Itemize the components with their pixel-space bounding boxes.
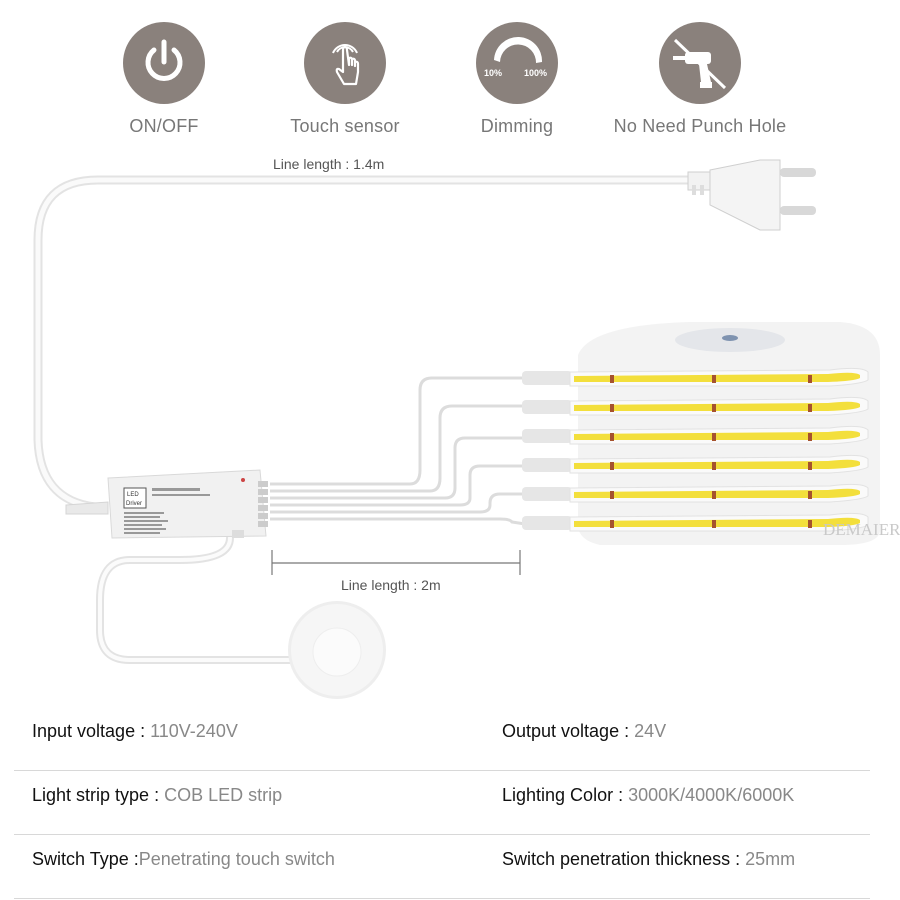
spec-key: Light strip type [32,785,150,805]
feature-label: Touch sensor [290,116,400,136]
brand-watermark: DEMAIER [823,520,900,539]
cob-strip [522,367,869,387]
spec-key: Input voltage [32,721,136,741]
cob-strip [522,454,869,474]
power-icon [123,22,205,104]
power-plug [687,159,816,231]
touch-hand-icon [304,22,386,104]
svg-text:Driver: Driver [126,501,142,507]
dimming-icon: 10% 100% [476,22,558,104]
spec-key: Switch Type [32,849,129,869]
spec-table: Input voltage : 110V-240V Output voltage… [14,707,870,899]
spec-switch-penetration-thickness: Switch penetration thickness : 25mm [502,849,796,869]
feature-label: Dimming [480,116,554,136]
plug-line-length-label: Line length : 1.4m [273,156,385,172]
output-cables [270,376,526,526]
no-drill-icon [659,22,741,104]
strip-line-length-label: Line length : 2m [341,577,441,593]
switch-cable [96,534,299,664]
spec-row: Input voltage : 110V-240V Output voltage… [14,707,870,771]
spec-value: 110V-240V [150,721,238,741]
cob-strip [522,425,869,445]
spec-output-voltage: Output voltage : 24V [502,721,667,741]
feature-touch-sensor: Touch sensor [245,22,445,137]
spec-row: Switch Type :Penetrating touch switch Sw… [14,835,870,899]
spec-value: 24V [634,721,667,741]
led-driver-box: LED Driver [65,469,268,539]
dimming-min-label: 10% [484,68,503,78]
cob-strip [522,512,869,532]
spec-value: 25mm [745,849,796,869]
touch-switch [288,601,386,699]
feature-on-off: ON/OFF [64,22,264,137]
spec-key: Lighting Color [502,785,614,805]
spec-input-voltage: Input voltage : 110V-240V [32,721,238,741]
spec-switch-type: Switch Type :Penetrating touch switch [32,849,335,869]
spec-row: Light strip type : COB LED strip Lightin… [14,771,870,835]
spec-value: Penetrating touch switch [138,849,335,869]
spec-light-strip-type: Light strip type : COB LED strip [32,785,283,805]
spec-key: Output voltage [502,721,620,741]
spec-value: 3000K/4000K/6000K [628,785,795,805]
dimming-max-label: 100% [524,68,548,78]
feature-no-punch-hole: No Need Punch Hole [600,22,800,137]
svg-text:LED: LED [127,492,139,498]
spec-value: COB LED strip [164,785,283,805]
feature-label: ON/OFF [129,116,199,136]
cob-strip [522,483,869,503]
spec-key: Switch penetration thickness [502,849,731,869]
wiring-diagram: LED Driver [0,140,900,700]
dimension-line-2m [271,550,521,575]
spec-lighting-color: Lighting Color : 3000K/4000K/6000K [502,785,795,805]
cob-strip-reels [522,322,880,545]
cob-strip [522,396,869,416]
feature-label: No Need Punch Hole [613,116,787,136]
feature-dimming: 10% 100% Dimming [417,22,617,137]
